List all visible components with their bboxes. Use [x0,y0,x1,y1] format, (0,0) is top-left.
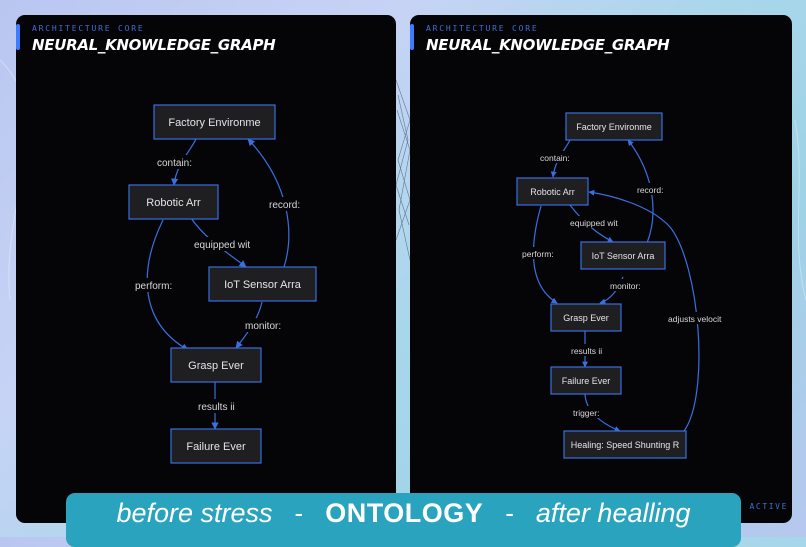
edge-records: record: [247,138,303,268]
panel-title: NEURAL_KNOWLEDGE_GRAPH [32,36,276,54]
edge-adjusts-velocity: adjusts velocit [588,189,722,432]
caption-separator: - [505,497,514,528]
node-label: Failure Ever [562,376,611,386]
edge-triggers: trigger: [572,392,621,432]
edge-label-performs: perform: [522,249,554,259]
edge-label-performs: perform: [135,281,172,292]
node-label: Factory Environme [576,122,652,132]
edge-results: results ii [195,382,237,430]
edge-results: results ii [570,330,602,368]
edge-monitors: monitor: [235,301,287,349]
edge-label-monitors: monitor: [610,281,641,291]
edge-label-records: record: [637,185,663,195]
panel-accent-bar [16,24,20,50]
node-robotic-arm[interactable]: Robotic Arr [128,184,219,220]
edge-label-triggers: trigger: [573,408,599,418]
caption-center: ONTOLOGY [325,497,484,528]
edge-monitors: monitor: [599,276,641,305]
node-iot-sensor-array[interactable]: IoT Sensor Arra [208,266,317,302]
panel-accent-bar [410,24,414,50]
graph-panel-after: ARCHITECTURE CORE NEURAL_KNOWLEDGE_GRAPH… [410,15,792,523]
node-label: Robotic Arr [146,197,201,209]
edge-equipped: equipped wit [190,217,250,268]
node-label: IoT Sensor Arra [592,251,655,261]
node-robotic-arm[interactable]: Robotic Arr [516,177,589,206]
edge-equipped: equipped wit [568,204,618,243]
node-grasp-event[interactable]: Grasp Ever [550,303,622,332]
node-label: Grasp Ever [188,360,244,372]
edge-label-records: record: [269,200,300,211]
edge-performs: perform: [521,205,558,304]
knowledge-graph-before: contain: record: equipped wit perform: m… [128,104,317,464]
node-factory-environment[interactable]: Factory Environme [153,104,276,140]
node-iot-sensor-array[interactable]: IoT Sensor Arra [580,241,666,270]
status-text: : ACTIVE [730,502,788,511]
edge-label-monitors: monitor: [245,321,281,332]
caption-after: after healling [535,497,691,528]
edge-contains: contain: [538,139,571,178]
edge-records: record: [627,139,665,244]
caption-separator: - [294,497,304,528]
edge-label-results: results ii [198,402,235,413]
node-label: Failure Ever [186,441,246,453]
edge-label-contains: contain: [157,158,192,169]
edge-contains: contain: [154,138,197,186]
caption-bar: before stress - ONTOLOGY - after heallin… [66,493,741,547]
caption-before: before stress [116,497,273,528]
panel-kicker: ARCHITECTURE CORE [32,24,145,33]
node-factory-environment[interactable]: Factory Environme [565,112,663,141]
edge-label-adjusts-velocity: adjusts velocit [668,314,722,324]
node-label: Factory Environme [168,117,260,129]
node-healing-speed-shunting[interactable]: Healing: Speed Shunting R [563,430,687,459]
node-grasp-event[interactable]: Grasp Ever [170,347,262,383]
node-label: IoT Sensor Arra [224,279,302,291]
node-failure-event[interactable]: Failure Ever [550,366,622,395]
knowledge-graph-after: contain: record: equipped wit perform: m… [516,112,722,459]
edge-label-equipped: equipped wit [194,240,250,251]
node-label: Healing: Speed Shunting R [571,440,680,450]
panel-kicker: ARCHITECTURE CORE [426,24,539,33]
graph-panel-before: ARCHITECTURE CORE NEURAL_KNOWLEDGE_GRAPH… [16,15,396,523]
edge-label-contains: contain: [540,153,570,163]
edge-performs: perform: [133,219,189,351]
node-label: Grasp Ever [563,313,609,323]
node-failure-event[interactable]: Failure Ever [170,428,262,464]
edge-label-equipped: equipped wit [570,218,618,228]
edge-label-results: results ii [571,346,602,356]
panel-title: NEURAL_KNOWLEDGE_GRAPH [426,36,670,54]
node-label: Robotic Arr [530,187,575,197]
